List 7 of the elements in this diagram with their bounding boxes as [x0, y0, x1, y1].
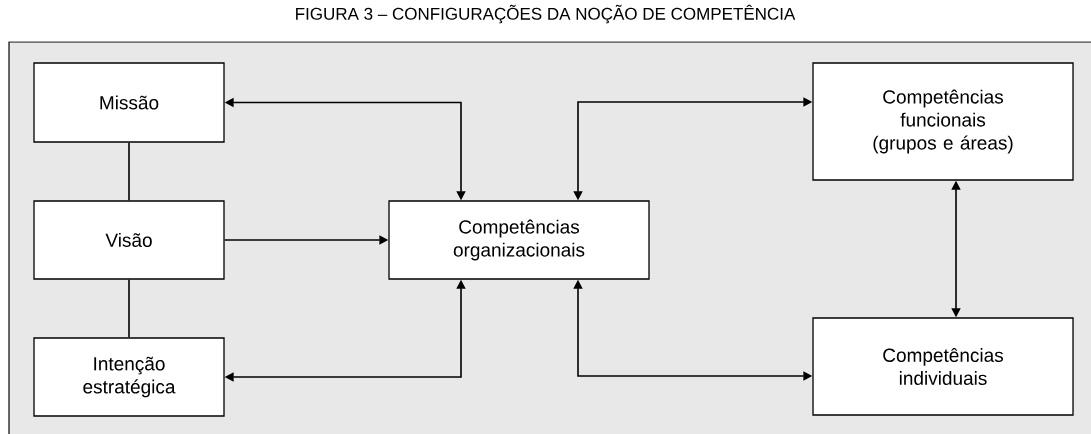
concept-box: Competências individuais — [812, 317, 1074, 416]
concept-box: Visão — [33, 200, 225, 280]
concept-box: Missão — [33, 62, 225, 143]
concept-box: Competências funcionais (grupos e áreas) — [812, 62, 1074, 181]
concept-box: Intenção estratégica — [33, 337, 225, 417]
concept-box: Competências organizacionais — [388, 200, 650, 280]
figure-title: FIGURA 3 – CONFIGURAÇÕES DA NOÇÃO DE COMPETÊNCIA — [296, 4, 796, 24]
